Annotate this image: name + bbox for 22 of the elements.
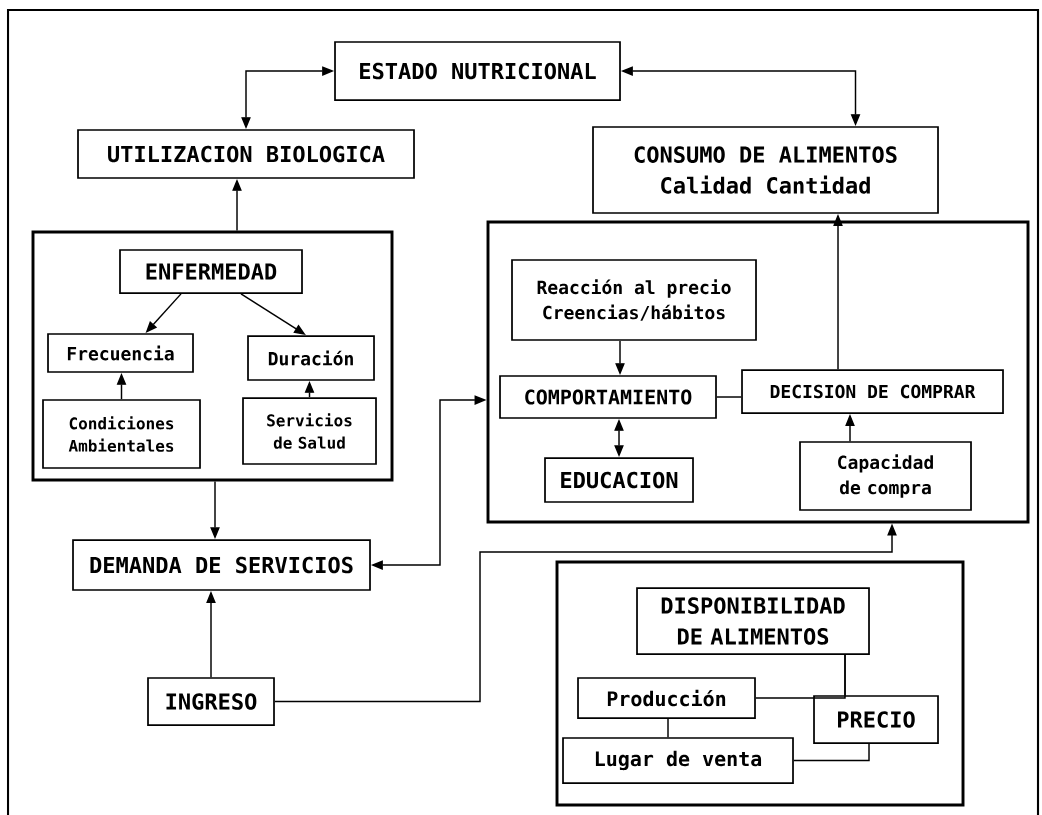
text-box: EDUCACION xyxy=(544,457,694,503)
text-box: DEMANDA DE SERVICIOS xyxy=(72,539,371,591)
text-box: Reacción al precio Creencias/hábitos xyxy=(511,259,757,341)
text-box: UTILIZACION BIOLOGICA xyxy=(77,129,415,179)
text-box: CONSUMO DE ALIMENTOS Calidad Cantidad xyxy=(592,126,939,214)
text-box: Condiciones Ambientales xyxy=(42,399,201,469)
text-box: PRECIO xyxy=(813,695,939,744)
text-box: DISPONIBILIDAD DE ALIMENTOS xyxy=(636,587,870,655)
group-box xyxy=(31,230,394,482)
text-box: Servicios de Salud xyxy=(242,397,377,465)
text-box: INGRESO xyxy=(147,677,275,726)
text-box: Frecuencia xyxy=(47,333,194,373)
text-box: Producción xyxy=(577,677,756,719)
text-box: DECISION DE COMPRAR xyxy=(741,369,1004,414)
text-box: COMPORTAMIENTO xyxy=(499,375,717,419)
text-box: ESTADO NUTRICIONAL xyxy=(334,41,621,101)
text-box: ENFERMEDAD xyxy=(119,249,303,294)
group-box xyxy=(555,560,965,807)
text-box: Capacidad de compra xyxy=(799,441,972,511)
text-box: Duración xyxy=(247,335,375,381)
text-box: Lugar de venta xyxy=(562,737,794,784)
group-box xyxy=(486,220,1030,524)
